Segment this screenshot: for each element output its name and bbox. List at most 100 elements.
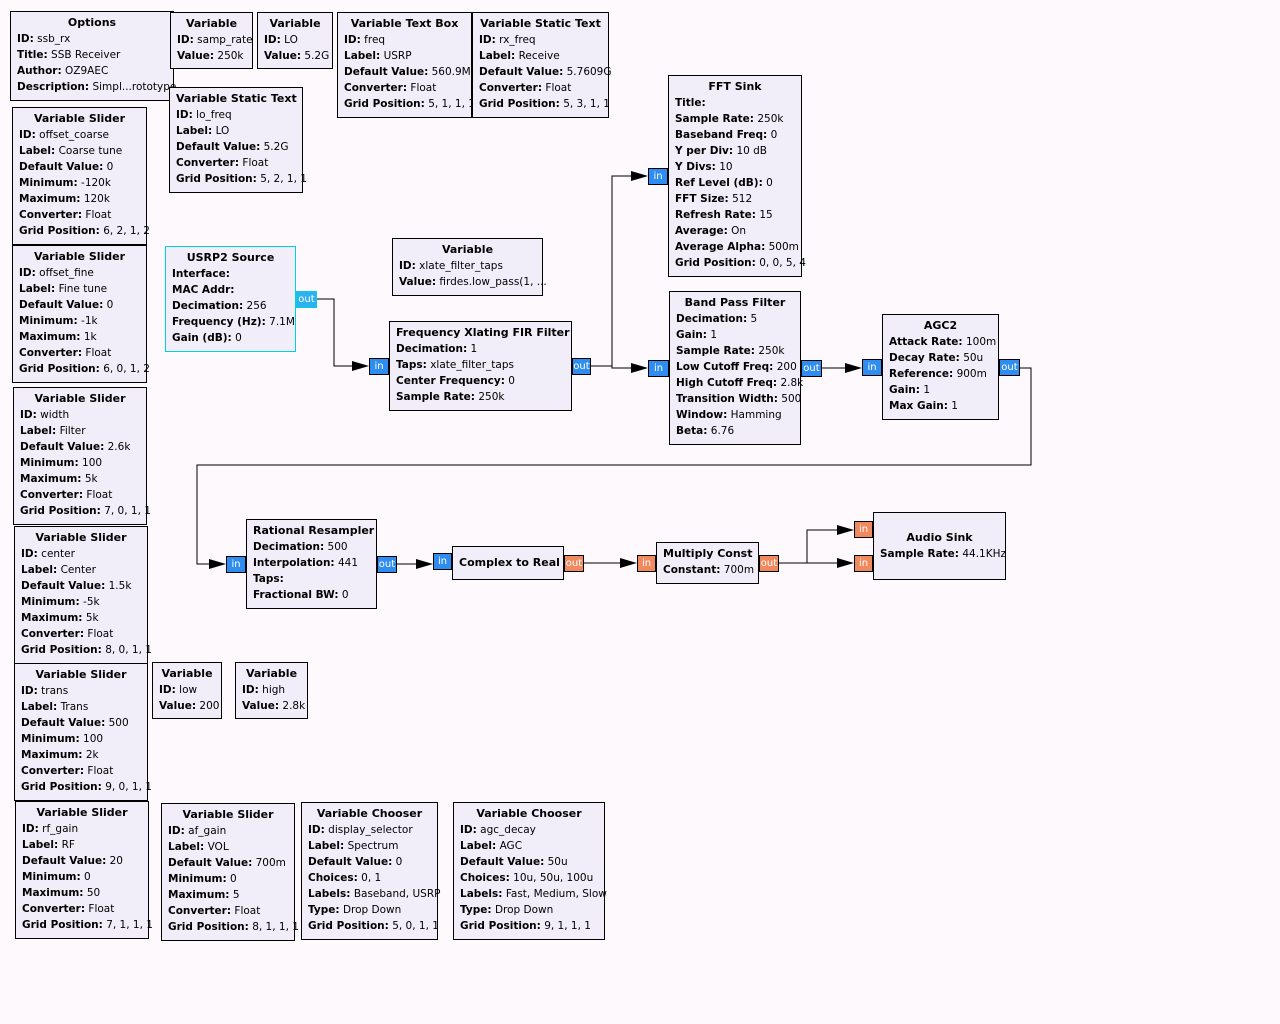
param-row: Frequency (Hz): 7.1M	[172, 314, 295, 330]
mult-out-port[interactable]: out	[759, 555, 779, 572]
param-label: Attack Rate:	[889, 336, 963, 348]
param-label: Default Value:	[479, 66, 564, 78]
complex-to-real-block[interactable]: Complex to Real	[452, 546, 564, 580]
param-label: ID:	[176, 109, 193, 121]
param-label: Taps:	[396, 359, 427, 371]
param-label: Sample Rate:	[880, 548, 959, 560]
param-value: offset_coarse	[39, 129, 110, 141]
param-value: trans	[41, 685, 69, 697]
param-value: 0	[106, 161, 114, 173]
param-value: 200	[776, 361, 797, 373]
c2r-out-port[interactable]: out	[564, 555, 584, 572]
c2r-in-port[interactable]: in	[433, 553, 452, 570]
param-label: Converter:	[344, 82, 408, 94]
audio-in1-port[interactable]: in	[854, 555, 873, 572]
param-row: Label: Coarse tune	[19, 143, 140, 159]
param-label: Gain:	[889, 384, 920, 396]
param-label: Interface:	[172, 268, 230, 280]
param-value: 250k	[757, 113, 784, 125]
param-value: Float	[88, 903, 115, 915]
param-row: ID: samp_rate	[177, 32, 253, 48]
param-label: Converter:	[479, 82, 543, 94]
param-label: Value:	[159, 700, 197, 712]
param-label: High Cutoff Freq:	[676, 377, 778, 389]
param-row: Grid Position: 6, 0, 1, 2	[19, 361, 150, 377]
param-label: Average Alpha:	[675, 241, 766, 253]
agc2-out-port[interactable]: out	[999, 359, 1020, 376]
param-row: Beta: 6.76	[676, 423, 794, 439]
param-row: Maximum: 2k	[21, 747, 141, 763]
bpf-in-port[interactable]: in	[648, 360, 669, 377]
fft-in-port[interactable]: in	[648, 168, 668, 185]
param-value: 500	[108, 717, 129, 729]
param-value: offset_fine	[39, 267, 94, 279]
mult-in-port[interactable]: in	[637, 555, 656, 572]
param-row: Converter: Float	[19, 207, 140, 223]
param-row: Converter: Float	[344, 80, 465, 96]
param-label: Label:	[479, 50, 516, 62]
param-value: 250k	[217, 50, 244, 62]
resampler-out-port[interactable]: out	[377, 556, 397, 573]
param-label: Grid Position:	[168, 921, 249, 933]
param-value: Float	[87, 765, 114, 777]
param-label: ID:	[19, 267, 36, 279]
param-label: Title:	[17, 49, 48, 61]
param-value: Float	[545, 82, 572, 94]
param-label: ID:	[399, 260, 416, 272]
param-value: 441	[337, 557, 359, 569]
param-row: Type: Drop Down	[308, 902, 431, 918]
param-label: Label:	[22, 839, 59, 851]
block-title: Multiply Const	[663, 547, 753, 560]
param-value: 120k	[83, 193, 110, 205]
param-label: Fractional BW:	[253, 589, 339, 601]
param-value: 0	[235, 332, 242, 344]
param-value: ssb_rx	[37, 33, 71, 45]
param-label: Maximum:	[21, 749, 83, 761]
param-label: Beta:	[676, 425, 708, 437]
audio-in0-port[interactable]: in	[854, 521, 873, 538]
param-row: Label: AGC	[460, 838, 598, 854]
bpf-out-port[interactable]: out	[801, 360, 822, 377]
param-row: Value: 250k	[177, 48, 246, 64]
param-value: 50u	[547, 856, 568, 868]
param-row: Label: RF	[22, 837, 142, 853]
param-row: Grid Position: 0, 0, 5, 4	[675, 255, 806, 271]
agc2-in-port[interactable]: in	[862, 359, 882, 376]
param-label: Type:	[460, 904, 492, 916]
param-row: Type: Drop Down	[460, 902, 598, 918]
param-value: 5, 2, 1, 1	[260, 173, 307, 185]
xlate-out-port[interactable]: out	[572, 358, 591, 375]
param-value: SSB Receiver	[51, 49, 121, 61]
param-value: 10 dB	[736, 145, 768, 157]
resampler-in-port[interactable]: in	[226, 556, 246, 573]
param-value: lo_freq	[196, 109, 232, 121]
usrp2-out-port[interactable]: out	[296, 291, 317, 308]
xlate-in-port[interactable]: in	[369, 358, 389, 375]
